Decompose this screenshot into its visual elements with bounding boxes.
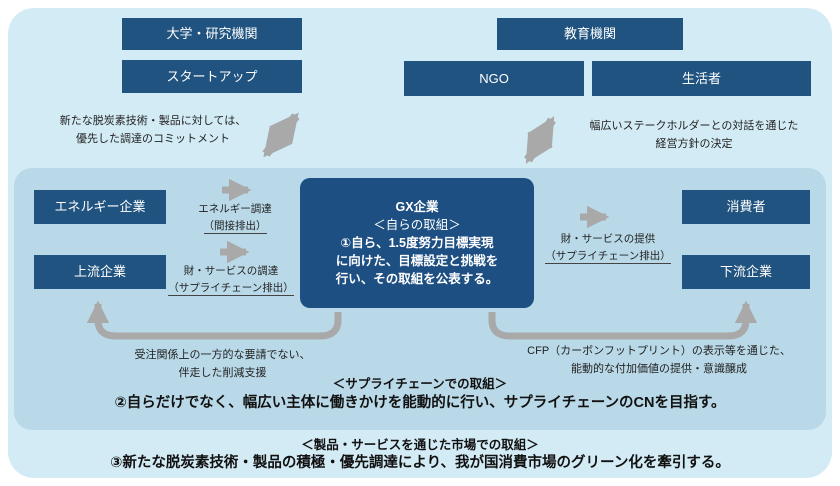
label-goods-procurement-main: 財・サービスの調達: [183, 265, 279, 277]
label-energy-procurement-sub: （間接排出）: [203, 219, 267, 234]
market-body: ③新たな脱炭素技術・製品の積極・優先調達により、我が国消費市場のグリーン化を牽引…: [110, 455, 730, 471]
box-upstream-company: 上流企業: [34, 255, 166, 289]
gx-body-line3: 行い、その取組を公表する。: [335, 272, 499, 287]
annotation-left-curve: 受注関係上の一方的な要請でない、 伴走した削減支援: [105, 346, 340, 382]
gx-subtitle: ＜自らの取組＞: [373, 217, 461, 232]
annotation-left-curve-line2: 伴走した削減支援: [178, 367, 267, 380]
gx-title: GX企業: [395, 199, 439, 214]
label-goods-provision: 財・サービスの提供 （サプライチェーン排出）: [538, 231, 678, 265]
annotation-right-line1: 幅広いステークホルダーとの対話を通じた: [589, 120, 799, 132]
box-citizen: 生活者: [592, 61, 811, 96]
annotation-right-curve-line1: CFP（カーボンフットプリント）の表示等を通じた、: [527, 345, 791, 357]
box-gx-company: GX企業 ＜自らの取組＞ ①自ら、1.5度努力目標実現 に向けた、目標設定と挑戦…: [300, 178, 534, 308]
label-energy-procurement-main: エネルギー調達: [198, 203, 272, 215]
market-heading: ＜製品・サービスを通じた市場での取組＞: [301, 438, 539, 452]
label-goods-procurement-sub: （サプライチェーン排出）: [168, 281, 294, 296]
annotation-left-line2: 優先した調達のコミットメント: [76, 133, 230, 146]
box-education: 教育機関: [497, 18, 683, 50]
annotation-left-top: 新たな脱炭素技術・製品に対しては、 優先した調達のコミットメント: [33, 112, 273, 148]
label-goods-provision-sub: （サプライチェーン排出）: [545, 249, 671, 264]
annotation-right-top: 幅広いステークホルダーとの対話を通じた 経営方針の決定: [563, 117, 825, 153]
label-goods-provision-main: 財・サービスの提供: [560, 233, 656, 245]
box-consumer: 消費者: [682, 190, 810, 224]
annotation-left-curve-line1: 受注関係上の一方的な要請でない、: [134, 349, 311, 361]
annotation-left-line1: 新たな脱炭素技術・製品に対しては、: [59, 115, 247, 127]
gx-body-line2: に向けた、目標設定と挑戦を: [335, 254, 499, 269]
label-energy-procurement: エネルギー調達 （間接排出）: [172, 201, 298, 235]
supply-chain-heading: ＜サプライチェーンでの取組＞: [332, 377, 508, 391]
annotation-right-curve: CFP（カーボンフットプリント）の表示等を通じた、 能動的な付加価値の提供・意識…: [493, 342, 825, 378]
gx-body-line1: ①自ら、1.5度努力目標実現: [340, 235, 494, 250]
box-ngo: NGO: [404, 61, 584, 96]
supply-chain-body: ②自らだけでなく、幅広い主体に働きかけを能動的に行い、サプライチェーンのCNを目…: [114, 395, 726, 411]
annotation-right-line2: 経営方針の決定: [655, 138, 733, 151]
box-downstream-company: 下流企業: [682, 255, 810, 289]
box-university-research: 大学・研究機関: [122, 18, 302, 50]
label-goods-procurement: 財・サービスの調達 （サプライチェーン排出）: [164, 263, 298, 297]
annotation-right-curve-line2: 能動的な付加価値の提供・意識醸成: [571, 363, 747, 376]
box-startup: スタートアップ: [122, 60, 302, 93]
box-energy-company: エネルギー企業: [34, 190, 166, 224]
